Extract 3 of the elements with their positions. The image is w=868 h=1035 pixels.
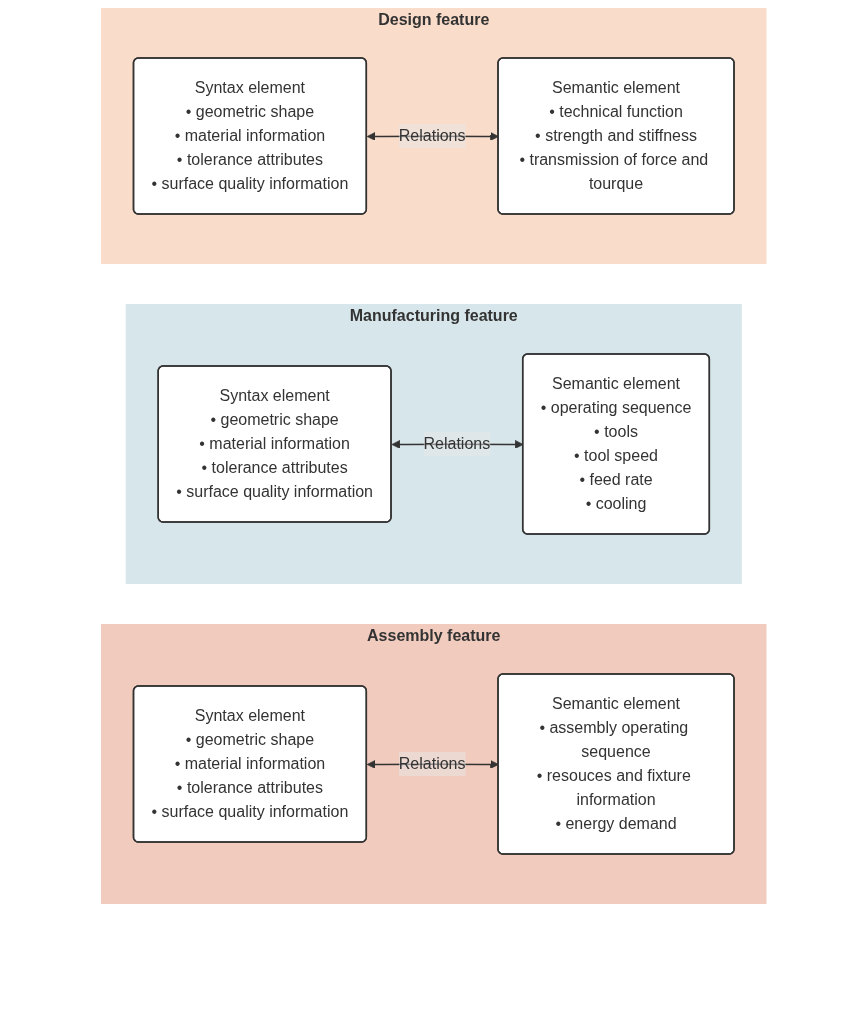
edge-label: Relations: [423, 435, 491, 452]
edge-label: Relations: [399, 755, 466, 772]
edge-label: Relations: [399, 127, 466, 144]
